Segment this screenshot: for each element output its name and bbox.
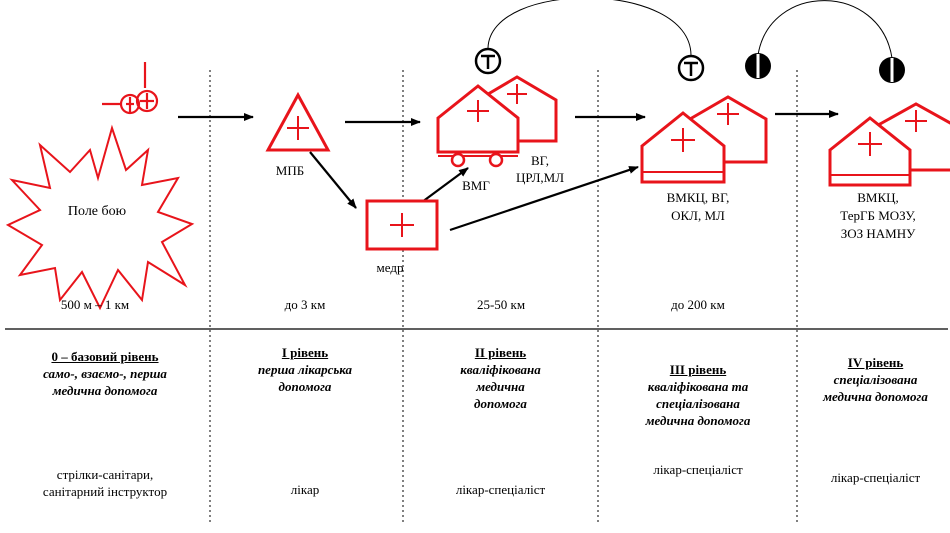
level-1: І рівень перша лікарська допомога xyxy=(220,344,390,395)
iv-label-line2: ТерГБ МОЗУ, xyxy=(840,208,915,223)
level-4-desc: спеціалізована медична допомога xyxy=(823,372,928,404)
level-4-title: IV рівень xyxy=(847,355,904,370)
comm-line-radio xyxy=(757,0,893,59)
distance-0: 500 м – 1 км xyxy=(61,297,129,312)
level-3-desc: кваліфікована та спеціалізована медична … xyxy=(645,379,751,428)
tent-iv-front xyxy=(828,116,912,187)
level-2-staff: лікар-спеціаліст xyxy=(455,482,546,497)
distance-1: до 3 км xyxy=(285,297,326,312)
rectangle-red-cross-icon xyxy=(365,199,439,251)
level-1-title: І рівень xyxy=(281,345,329,360)
telephone-icon xyxy=(474,47,502,75)
level-4-staff: лікар-спеціаліст xyxy=(830,470,921,485)
tent-red-cross-icon xyxy=(640,95,768,184)
tent-vmg xyxy=(436,84,520,168)
vmkc-label-line1: ВМКЦ, ВГ, xyxy=(667,190,730,205)
radio-icon xyxy=(745,53,771,79)
level-1-desc: перша лікарська допомога xyxy=(257,362,353,394)
level-0-title: 0 – базовий рівень xyxy=(51,349,159,364)
radio-icon xyxy=(879,57,905,83)
triangle-red-cross-icon xyxy=(265,91,331,152)
level-3-title: ІІІ рівень xyxy=(669,362,727,377)
arrow-medr-to-vmg xyxy=(417,167,469,206)
battlefield-label: Поле бою xyxy=(68,204,126,219)
tent-red-cross-icon xyxy=(828,102,950,187)
level-0-staff: стрілки-санітари, санітарний інструктор xyxy=(42,467,168,499)
level-3-staff: лікар-спеціаліст xyxy=(653,462,743,477)
mpb-label: МПБ xyxy=(276,163,304,178)
medr-label: медр xyxy=(377,260,404,275)
level-2-title: ІІ рівень xyxy=(474,345,527,360)
distance-2: 25-50 км xyxy=(477,297,525,312)
level-0-desc: само-, взаємо-, перша медична допомога xyxy=(43,366,167,398)
level-2: ІІ рівень кваліфікована медична допомога xyxy=(413,344,588,412)
telephone-icon xyxy=(677,54,705,82)
level-3: ІІІ рівень кваліфікована та спеціалізова… xyxy=(608,361,788,429)
distance-3: до 200 км xyxy=(671,297,725,312)
arrow-mpb-to-medr xyxy=(309,151,357,209)
level-1-staff: лікар xyxy=(290,482,320,497)
explosion-icon xyxy=(5,124,195,311)
iv-label-line1: ВМКЦ, xyxy=(857,190,899,205)
column-separators xyxy=(209,70,798,525)
level-0: 0 – базовий рівень само-, взаємо-, перша… xyxy=(10,348,200,399)
iv-label-line3: ЗОЗ НАМНУ xyxy=(841,226,916,241)
vmg-label: ВМГ xyxy=(462,178,490,193)
vg-label-line2: ЦРЛ,МЛ xyxy=(516,170,564,185)
casualty-icon xyxy=(102,62,159,115)
tent-red-cross-icon xyxy=(436,75,558,168)
level-2-desc: кваліфікована медична допомога xyxy=(460,362,541,411)
tent-vmkc-front xyxy=(640,111,726,184)
vmkc-label-line2: ОКЛ, МЛ xyxy=(671,208,725,223)
level-4: IV рівень спеціалізована медична допомог… xyxy=(803,354,948,405)
vg-label-line1: ВГ, xyxy=(531,153,549,168)
arrow-medr-to-vmkc xyxy=(449,165,639,232)
comm-line-phone xyxy=(487,0,692,56)
